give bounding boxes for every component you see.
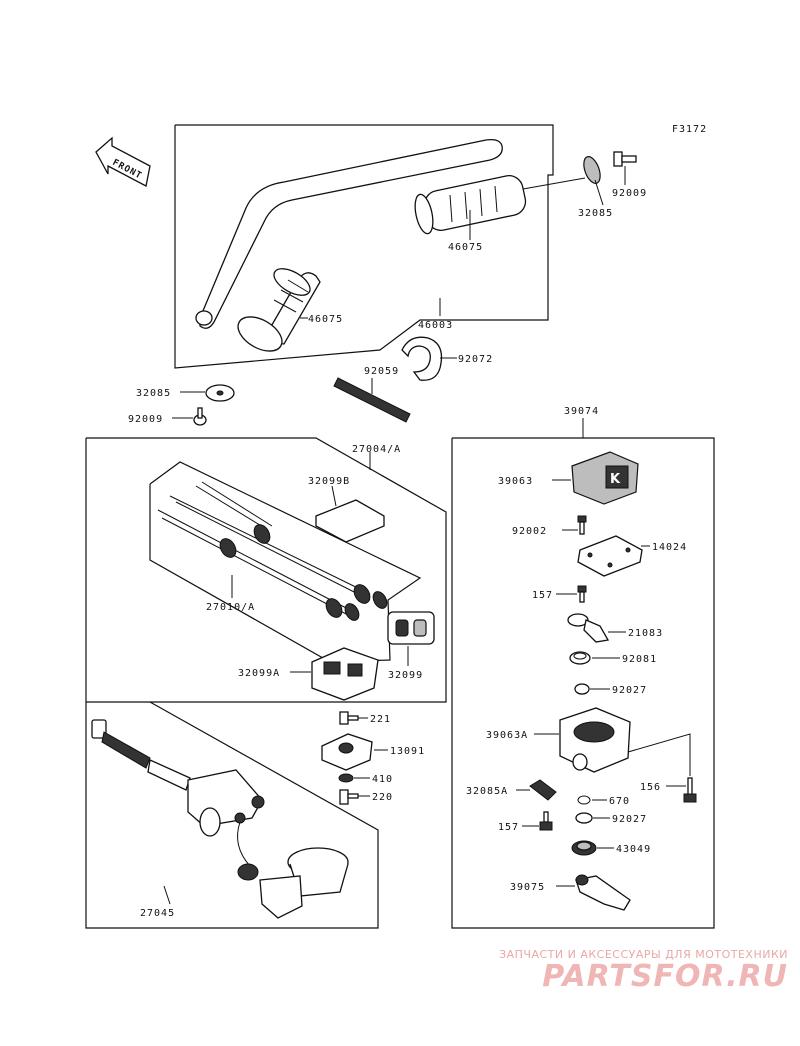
label-92002: 92002 xyxy=(512,526,547,537)
bolt-top xyxy=(613,151,637,167)
washer-92027-top xyxy=(574,683,590,695)
bolt-left xyxy=(193,407,207,426)
label-39063A: 39063A xyxy=(486,730,528,741)
right-grip xyxy=(414,174,527,235)
bolt-156 xyxy=(683,777,697,803)
spring-410 xyxy=(338,773,354,783)
throttle-tube xyxy=(333,377,411,423)
watermark: ЗАПЧАСТИ И АКСЕССУАРЫ ДЛЯ МОТОТЕХНИКИ PA… xyxy=(499,948,788,994)
label-32085A: 32085A xyxy=(466,786,508,797)
label-39074: 39074 xyxy=(564,406,599,417)
spring-92081 xyxy=(569,651,591,665)
label-32099A: 32099A xyxy=(238,668,280,679)
stopper-32085a xyxy=(529,779,557,801)
label-46003: 46003 xyxy=(418,320,453,331)
switch-cover-32099b xyxy=(315,499,385,543)
label-221: 221 xyxy=(370,714,391,725)
screw-221 xyxy=(339,711,359,725)
label-27010A: 27010/A xyxy=(206,602,255,613)
switch-cables xyxy=(157,481,388,621)
label-92072: 92072 xyxy=(458,354,493,365)
clamp-band xyxy=(401,336,443,381)
screw-157-bottom xyxy=(539,811,553,831)
stop-switch-frame xyxy=(85,701,379,929)
watermark-tagline: ЗАПЧАСТИ И АКСЕССУАРЫ ДЛЯ МОТОТЕХНИКИ xyxy=(499,948,788,961)
clamp-13091 xyxy=(321,733,373,771)
left-grip xyxy=(237,268,321,352)
label-39075: 39075 xyxy=(510,882,545,893)
label-27045: 27045 xyxy=(140,908,175,919)
choke-lever-39075 xyxy=(575,874,631,911)
handlebar xyxy=(195,138,503,329)
label-14024: 14024 xyxy=(652,542,687,553)
screw-92002 xyxy=(577,515,587,535)
label-46075-right: 46075 xyxy=(448,242,483,253)
bushing-43049 xyxy=(571,840,597,856)
label-27004A: 27004/A xyxy=(352,444,401,455)
label-92027-top: 92027 xyxy=(612,685,647,696)
label-39063: 39063 xyxy=(498,476,533,487)
ring-670 xyxy=(577,795,591,805)
screw-157-top xyxy=(577,585,587,603)
label-21083: 21083 xyxy=(628,628,663,639)
end-weight-washer-top xyxy=(583,156,601,184)
plate-14024 xyxy=(577,535,643,577)
label-410: 410 xyxy=(372,774,393,785)
watermark-logo: PARTSFOR.RU xyxy=(542,959,788,994)
left-switch-group-frame xyxy=(85,437,447,703)
cable-inner-frame xyxy=(149,461,422,663)
label-670: 670 xyxy=(609,796,630,807)
figure-code: F3172 xyxy=(672,124,707,135)
label-156: 156 xyxy=(640,782,661,793)
upper-housing-39063: K xyxy=(571,451,639,505)
label-220: 220 xyxy=(372,792,393,803)
front-arrow-icon: FRONT xyxy=(95,136,151,187)
label-92009-top: 92009 xyxy=(612,188,647,199)
label-32099: 32099 xyxy=(388,670,423,681)
handlebar-group-frame xyxy=(174,124,554,369)
label-157-bottom: 157 xyxy=(498,822,519,833)
label-46075-left: 46075 xyxy=(308,314,343,325)
label-92081: 92081 xyxy=(622,654,657,665)
label-32085-top: 32085 xyxy=(578,208,613,219)
label-92009-left: 92009 xyxy=(128,414,163,425)
label-13091: 13091 xyxy=(390,746,425,757)
lever-21083 xyxy=(567,613,610,643)
right-switch-group-frame xyxy=(451,437,715,929)
washer-92027-bottom xyxy=(575,812,593,824)
label-32085-left: 32085 xyxy=(136,388,171,399)
label-32099B: 32099B xyxy=(308,476,350,487)
switch-housing-32099 xyxy=(387,611,435,645)
label-157-top: 157 xyxy=(532,590,553,601)
label-92059: 92059 xyxy=(364,366,399,377)
label-92027-bottom: 92027 xyxy=(612,814,647,825)
screw-220 xyxy=(339,789,359,805)
switch-case-32099a xyxy=(311,647,379,701)
stop-switch-27045 xyxy=(91,719,349,919)
lower-housing-39063a xyxy=(559,707,631,773)
label-43049: 43049 xyxy=(616,844,651,855)
svg-text:K: K xyxy=(610,472,621,487)
